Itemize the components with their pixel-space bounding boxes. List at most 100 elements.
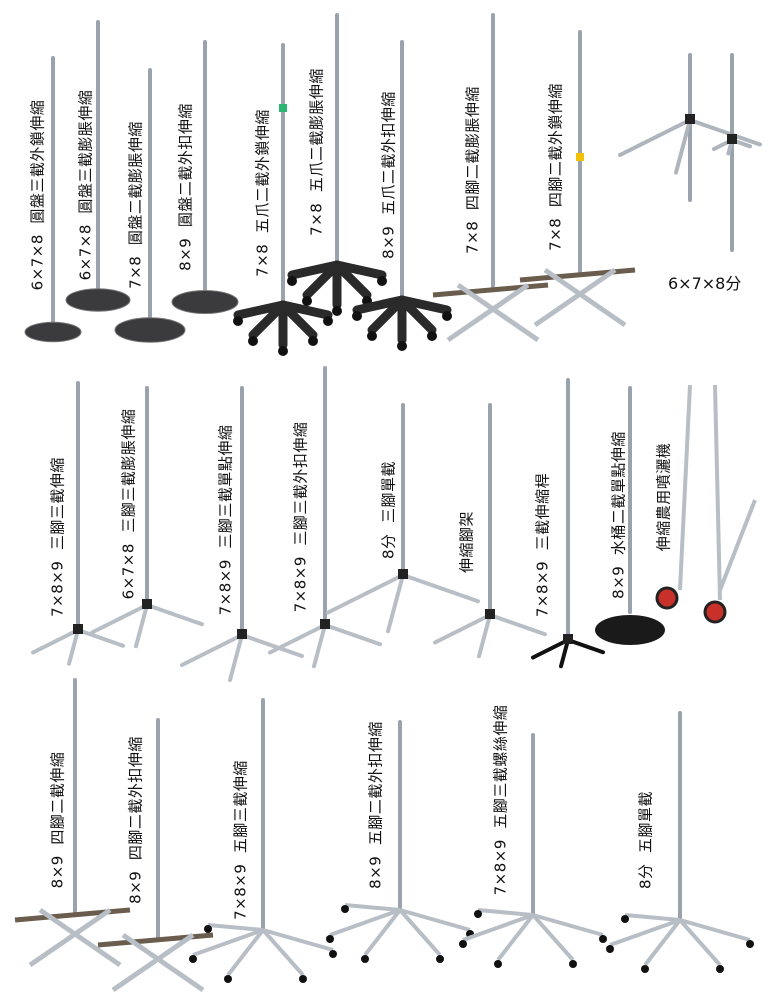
tripod-leg (488, 613, 547, 637)
tripod-leg (323, 623, 382, 647)
caster-wheel (287, 276, 297, 286)
wheel (655, 586, 679, 610)
caster-wheel (332, 306, 342, 316)
product-label-text: 7×8 四腳二截外鎖伸縮 (546, 83, 565, 251)
light-tripod (618, 53, 762, 202)
four-leg-stand (97, 718, 214, 993)
wheel (703, 600, 727, 624)
disc-base (24, 321, 82, 343)
product-label-text: 6×7×8分 (668, 274, 742, 293)
caster-wheel (474, 910, 482, 918)
five-leg (496, 913, 535, 962)
tripod-leg (228, 633, 244, 682)
tripod-hub (237, 629, 247, 639)
tripod-stand (326, 403, 480, 634)
round-disc-stand (24, 56, 82, 343)
disc-base (65, 288, 131, 312)
caster-wheel (459, 940, 467, 948)
caster-wheel (442, 311, 452, 321)
tripod-leg (386, 573, 405, 634)
product-label-text: 7×8 圓盤二截膨脹伸縮 (126, 121, 145, 289)
product-label-text: 7×8×9 三腳三截外扣伸縮 (291, 421, 310, 613)
tripod-hub (142, 599, 152, 609)
caster-wheel (569, 960, 577, 968)
product-label-text: 8×9 四腳二截外扣伸縮 (126, 736, 145, 904)
tripod-leg (134, 603, 149, 649)
round-disc-stand (171, 40, 239, 315)
bucket-base-stand (595, 386, 665, 645)
x-base-leg (446, 282, 530, 343)
caster-wheel (361, 955, 369, 963)
tripod-leg (31, 628, 80, 655)
disc-base (114, 317, 186, 343)
product-label-text: 8×9 圓盤二截外扣伸縮 (176, 103, 195, 271)
five-leg (226, 928, 265, 977)
caster-wheel (341, 905, 349, 913)
tripod-stand (268, 366, 382, 669)
tripod-stand (180, 386, 304, 682)
x-base-bar (519, 267, 636, 283)
caster-wheel (302, 296, 312, 306)
product-label-text: 6×7×8 圓盤三截膨脹伸縮 (76, 89, 95, 281)
caster-wheel (377, 276, 387, 286)
caster-wheel (224, 975, 232, 983)
caster-wheel (746, 940, 754, 948)
caster-wheel (606, 945, 614, 953)
five-leg (329, 908, 401, 937)
x-base-bar (432, 282, 549, 298)
tripod-leg (531, 638, 570, 660)
x-base-bar (97, 932, 214, 948)
caster-wheel (397, 341, 407, 351)
product-label-text: 7×8 四腳二截膨脹伸縮 (463, 86, 482, 254)
five-leg (531, 913, 575, 962)
product-label-text: 8×9 水桶二截單點伸縮 (609, 431, 628, 599)
caster-wheel (278, 346, 288, 356)
product-label-text: 8×9 五爪二截外扣伸縮 (379, 91, 398, 259)
tripod-leg (559, 638, 570, 669)
cart-frame (678, 384, 692, 591)
tripod-hub (320, 619, 330, 629)
product-label-text: 伸縮農用噴灑機 (654, 442, 673, 552)
tripod-leg (180, 633, 244, 667)
product-label-text: 8分 五腳單截 (636, 790, 655, 890)
disc-base (171, 289, 239, 315)
star-leg (332, 260, 372, 300)
caster-wheel (308, 336, 318, 346)
five-leg-stand (606, 711, 754, 973)
five-leg (344, 903, 401, 912)
product-label-text: 6×7×8 圓盤三截外鎖伸縮 (28, 99, 47, 291)
product-label-text: 7×8×9 三腳三截伸縮 (48, 457, 67, 617)
tripod-hub (727, 134, 737, 144)
tripod-leg (674, 118, 692, 175)
tripod-leg (433, 613, 492, 645)
tripod-leg (268, 623, 327, 655)
five-leg (679, 918, 751, 942)
light-tripod (712, 53, 752, 252)
tripod-hub (398, 569, 408, 579)
five-leg (532, 913, 604, 937)
five-leg (261, 928, 305, 977)
x-base-leg (456, 282, 540, 343)
tripod-leg (240, 633, 304, 658)
tripod-leg (312, 623, 327, 669)
tripod-leg (477, 613, 492, 659)
tripod-leg (67, 628, 80, 666)
five-leg-stand (459, 733, 607, 968)
caster-wheel (233, 316, 243, 326)
caster-wheel (621, 915, 629, 923)
tripod-leg (566, 638, 605, 655)
caster-wheel (494, 960, 502, 968)
star-leg (367, 295, 407, 335)
tripod-leg (90, 603, 149, 635)
caster-wheel (436, 955, 444, 963)
five-leg (678, 918, 722, 967)
caster-wheel (641, 965, 649, 973)
caster-wheel (299, 975, 307, 983)
tripod-hub (73, 624, 83, 634)
x-base-leg (121, 932, 205, 993)
product-label-text: 8分 三腳單截 (379, 460, 398, 560)
product-label-text: 伸縮腳架 (457, 510, 476, 574)
five-leg (643, 918, 682, 967)
caster-wheel (427, 331, 437, 341)
